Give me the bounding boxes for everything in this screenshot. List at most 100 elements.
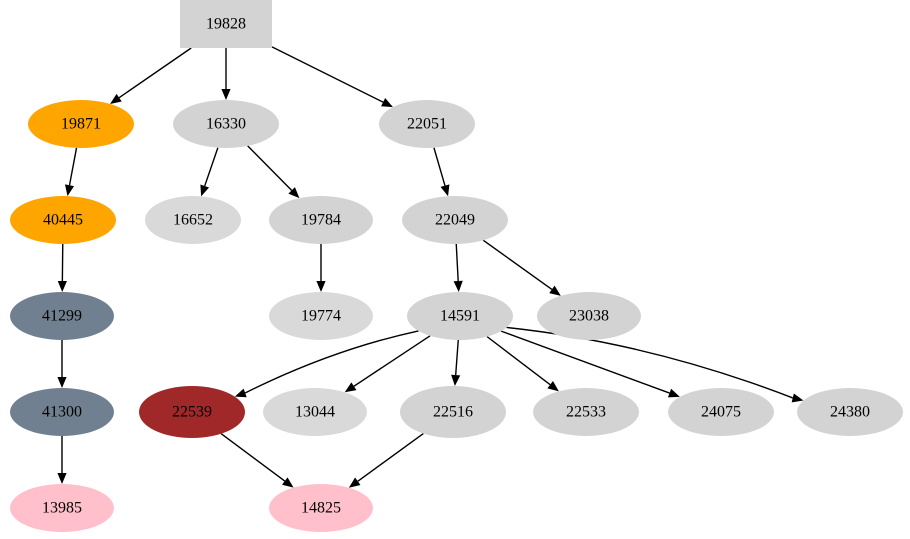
- edge-arrowhead-icon: [549, 285, 561, 296]
- node-ellipse-shape[interactable]: [533, 388, 639, 436]
- edge-arrowhead-icon: [348, 477, 361, 488]
- graph-node-22533[interactable]: 22533: [533, 388, 639, 436]
- edge-line: [271, 46, 384, 103]
- graph-edge: [348, 432, 424, 488]
- graph-node-16652[interactable]: 16652: [145, 196, 241, 244]
- edge-line: [244, 330, 419, 394]
- node-ellipse-shape[interactable]: [379, 100, 475, 148]
- edge-arrowhead-icon: [381, 98, 393, 108]
- edge-line: [247, 145, 293, 191]
- edge-arrowhead-icon: [221, 89, 231, 100]
- graph-node-22049[interactable]: 22049: [402, 196, 508, 244]
- node-ellipse-shape[interactable]: [269, 292, 373, 340]
- graph-node-19774[interactable]: 19774: [269, 292, 373, 340]
- node-ellipse-shape[interactable]: [263, 388, 367, 436]
- graph-edge: [220, 433, 294, 488]
- graph-node-13044[interactable]: 13044: [263, 388, 367, 436]
- graph-node-14825[interactable]: 14825: [269, 484, 373, 532]
- node-ellipse-shape[interactable]: [10, 484, 114, 532]
- edge-arrowhead-icon: [440, 184, 450, 197]
- edge-line: [204, 147, 219, 187]
- edge-arrowhead-icon: [282, 477, 294, 488]
- edge-line: [506, 326, 794, 399]
- node-ellipse-shape[interactable]: [407, 292, 513, 340]
- graph-node-16330[interactable]: 16330: [173, 100, 279, 148]
- edge-line: [68, 147, 78, 186]
- edge-arrowhead-icon: [453, 280, 463, 293]
- edge-line: [220, 433, 286, 482]
- graph-edge: [453, 243, 463, 293]
- graph-node-22516[interactable]: 22516: [400, 386, 506, 438]
- edge-line: [353, 335, 431, 387]
- node-ellipse-shape[interactable]: [28, 100, 134, 148]
- edge-arrowhead-icon: [57, 473, 67, 484]
- edge-line: [482, 239, 553, 290]
- edge-arrowhead-icon: [57, 280, 67, 292]
- node-ellipse-shape[interactable]: [400, 386, 506, 438]
- edge-arrowhead-icon: [791, 393, 804, 403]
- node-ellipse-shape[interactable]: [269, 196, 373, 244]
- node-ellipse-shape[interactable]: [537, 292, 641, 340]
- edge-layer: [57, 46, 804, 488]
- edge-arrowhead-icon: [547, 381, 559, 392]
- graph-node-19828[interactable]: 19828: [180, 0, 272, 48]
- graph-node-19784[interactable]: 19784: [269, 196, 373, 244]
- edge-line: [454, 339, 459, 376]
- edge-arrowhead-icon: [57, 377, 67, 388]
- edge-arrowhead-icon: [110, 93, 122, 104]
- graph-node-40445[interactable]: 40445: [10, 196, 116, 244]
- node-ellipse-shape[interactable]: [10, 196, 116, 244]
- graph-edge: [57, 243, 67, 292]
- graph-edge: [247, 145, 300, 199]
- graph-edge: [433, 147, 450, 197]
- edge-arrowhead-icon: [64, 184, 75, 197]
- graph-edge: [57, 436, 67, 484]
- graph-node-24380[interactable]: 24380: [797, 388, 903, 436]
- edge-arrowhead-icon: [316, 281, 326, 292]
- graph-node-41300[interactable]: 41300: [10, 388, 114, 436]
- graph-edge: [110, 47, 192, 104]
- graph-edge: [316, 244, 326, 292]
- graph-edge: [482, 239, 561, 296]
- graph-node-23038[interactable]: 23038: [537, 292, 641, 340]
- graph-edge: [57, 340, 67, 388]
- edge-line: [486, 336, 551, 386]
- graph-edge: [271, 46, 393, 108]
- graph-edge: [234, 330, 419, 398]
- graph-edge: [500, 330, 680, 398]
- node-ellipse-shape[interactable]: [402, 196, 508, 244]
- node-ellipse-shape[interactable]: [139, 386, 245, 438]
- graph-edge: [486, 336, 559, 392]
- node-box-shape[interactable]: [180, 0, 272, 48]
- edge-arrowhead-icon: [451, 374, 461, 387]
- edge-arrowhead-icon: [288, 187, 300, 199]
- node-ellipse-shape[interactable]: [10, 388, 114, 436]
- graph-node-41299[interactable]: 41299: [10, 292, 114, 340]
- edge-line: [357, 432, 424, 482]
- graph-node-13985[interactable]: 13985: [10, 484, 114, 532]
- graph-node-22539[interactable]: 22539: [139, 386, 245, 438]
- node-ellipse-shape[interactable]: [10, 292, 114, 340]
- node-ellipse-shape[interactable]: [145, 196, 241, 244]
- edge-arrowhead-icon: [667, 388, 680, 398]
- graph-edge: [451, 339, 461, 387]
- graph-node-14591[interactable]: 14591: [407, 292, 513, 340]
- graph-edge: [506, 326, 804, 403]
- edge-arrowhead-icon: [234, 388, 247, 398]
- graph-edge: [64, 147, 78, 197]
- edge-line: [500, 330, 670, 394]
- graph-edge: [221, 48, 231, 100]
- node-ellipse-shape[interactable]: [797, 388, 903, 436]
- graph-node-24075[interactable]: 24075: [668, 388, 774, 436]
- edge-line: [118, 47, 192, 99]
- node-ellipse-shape[interactable]: [269, 484, 373, 532]
- graph-node-19871[interactable]: 19871: [28, 100, 134, 148]
- graph-edge: [344, 335, 431, 393]
- node-ellipse-shape[interactable]: [668, 388, 774, 436]
- node-ellipse-shape[interactable]: [173, 100, 279, 148]
- graph-node-22051[interactable]: 22051: [379, 100, 475, 148]
- graph-edge: [200, 147, 219, 197]
